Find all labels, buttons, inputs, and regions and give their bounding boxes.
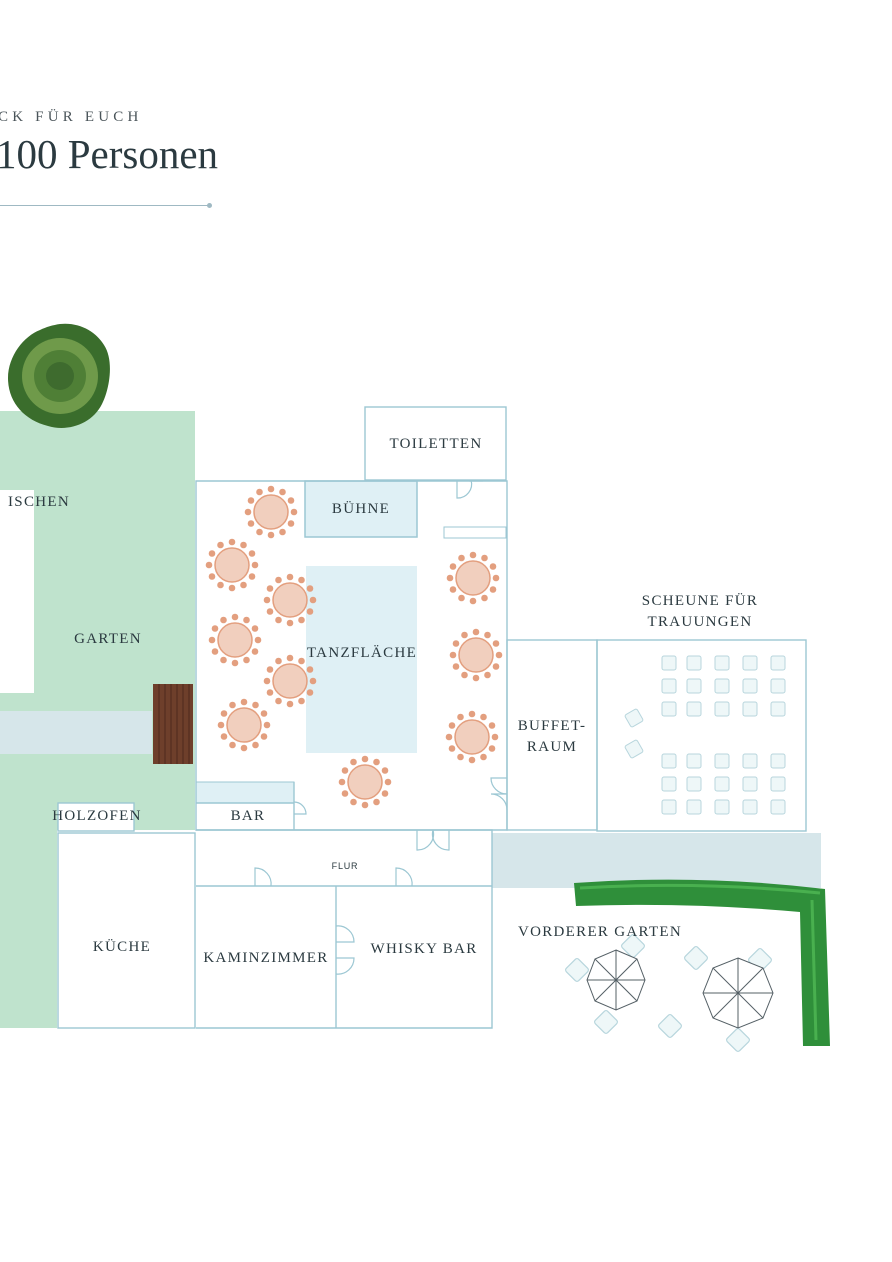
page-title: 100 Personen — [0, 131, 219, 177]
umbrella-icon — [586, 949, 774, 1029]
label-flur: FLUR — [331, 861, 359, 871]
label-bar: BAR — [230, 808, 266, 824]
label-kaminzimmer: KAMINZIMMER — [203, 950, 329, 966]
label-whisky-bar: WHISKY BAR — [370, 941, 478, 957]
side-counter — [443, 526, 507, 539]
title-underline — [0, 205, 208, 206]
label-garten-ischen: ISCHEN — [8, 494, 70, 510]
front-path — [492, 833, 821, 888]
label-buffet-line2: RAUM — [526, 739, 578, 755]
label-buehne: BÜHNE — [331, 501, 391, 517]
label-kueche: KÜCHE — [92, 939, 152, 955]
ceremony-chairs — [623, 655, 786, 815]
label-scheune-line1: SCHEUNE FÜR — [641, 593, 759, 609]
header-eyebrow: CK FÜR EUCH — [0, 109, 143, 125]
bar-counter — [195, 781, 295, 804]
dance-floor — [306, 566, 417, 753]
garden-path — [0, 711, 152, 754]
title-underline-dot — [207, 203, 212, 208]
label-toiletten: TOILETTEN — [389, 436, 483, 452]
stage — [304, 480, 418, 538]
door-icon — [254, 479, 508, 975]
label-vorderer-garten: VORDERER GARTEN — [517, 924, 682, 940]
wooden-deck — [153, 684, 193, 764]
label-tanzflaeche: TANZFLÄCHE — [306, 645, 418, 661]
label-buffet-line1: BUFFET- — [517, 718, 587, 734]
label-scheune-line2: TRAUUNGEN — [647, 614, 753, 630]
tree-icon — [8, 323, 110, 428]
garden-left-strip — [0, 830, 57, 1028]
label-garten: GARTEN — [74, 631, 142, 647]
hedge — [574, 879, 830, 1046]
garden-white-room — [0, 490, 34, 693]
label-holzofen: HOLZOFEN — [52, 808, 142, 824]
walls — [57, 406, 807, 1029]
